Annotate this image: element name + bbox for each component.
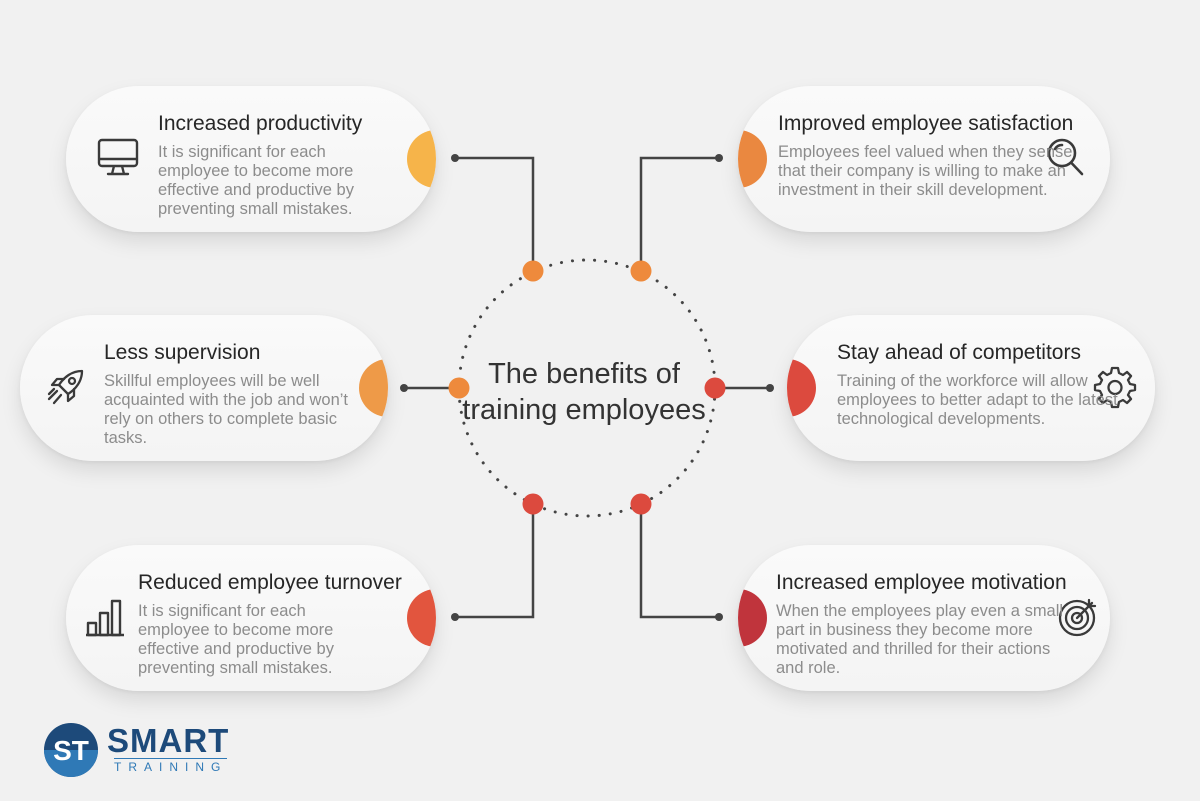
brand-name: SMART [107,722,230,759]
card-accent [738,589,767,647]
card-description: It is significant for each employee to b… [138,602,334,677]
connector-end-dot [715,613,723,621]
brand-tagline: TRAINING [114,758,228,774]
card-description: Skillful employees will be well acquaint… [104,372,349,447]
card-title: Increased employee motivation [776,571,1067,594]
connector-end-dot [451,154,459,162]
bar-chart-icon [84,595,128,639]
logo-mark-text: ST [53,735,89,766]
node-dot-turnover [522,493,544,515]
card-description: Training of the workforce will allow emp… [837,372,1118,428]
center-title: The benefits of training employees [462,358,706,426]
node-dot-competitors [704,377,726,399]
connector-line-turnover [455,504,535,619]
monitor-icon [96,136,140,180]
card-description: When the employees play even a small par… [776,602,1064,677]
target-icon [1056,595,1100,639]
benefit-card-satisfaction: Improved employee satisfaction Employees… [738,86,1110,232]
card-accent [738,130,767,188]
benefit-card-supervision: Less supervision Skillful employees will… [20,315,388,461]
connector-line-productivity [455,156,535,271]
logo-mark: ST [44,723,98,777]
card-title: Increased productivity [158,112,363,135]
card-title: Improved employee satisfaction [778,112,1074,135]
node-dot-satisfaction [630,260,652,282]
connector-end-dot [715,154,723,162]
card-accent [407,130,436,188]
card-description: Employees feel valued when they sense th… [778,143,1073,199]
benefit-card-competitors: Stay ahead of competitors Training of th… [787,315,1155,461]
card-title: Reduced employee turnover [138,571,402,594]
node-dot-productivity [522,260,544,282]
card-title: Less supervision [104,341,261,364]
benefit-card-turnover: Reduced employee turnover It is signific… [66,545,436,691]
connector-line-satisfaction [639,156,719,271]
gear-icon [1093,365,1137,409]
card-accent [359,359,388,417]
card-title: Stay ahead of competitors [837,341,1081,364]
node-dot-motivation [630,493,652,515]
benefit-card-productivity: Increased productivity It is significant… [66,86,436,232]
connector-end-dot [766,384,774,392]
node-dot-supervision [448,377,470,399]
brand-logo: ST SMART TRAINING [42,722,252,782]
connector-end-dot [451,613,459,621]
connector-line-motivation [639,504,719,619]
card-description: It is significant for each employee to b… [158,143,354,218]
search-icon [1044,136,1088,180]
benefit-card-motivation: Increased employee motivation When the e… [738,545,1110,691]
rocket-icon [44,365,88,409]
card-accent [407,589,436,647]
card-accent [787,359,816,417]
connector-end-dot [400,384,408,392]
